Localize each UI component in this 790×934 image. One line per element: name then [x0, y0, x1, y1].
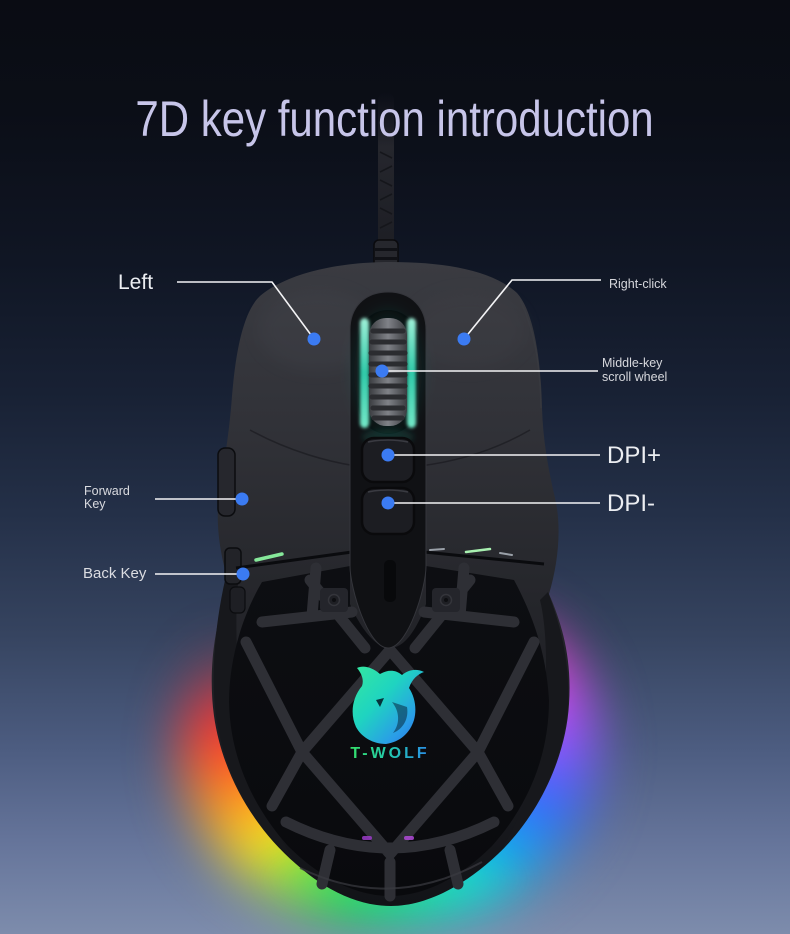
- bottom-rim: [299, 861, 483, 890]
- edge-highlight: [519, 299, 542, 409]
- shell-seam: [235, 547, 545, 570]
- callout-dots: [235, 332, 471, 581]
- mesh-screw-tabs: [320, 588, 460, 612]
- brand-logo-wolf-icon: [352, 666, 424, 744]
- callout-label-forward: Forward Key: [84, 485, 130, 511]
- callout-dot-forward: [235, 492, 249, 506]
- center-strip: [349, 291, 427, 649]
- back-side-button-lower: [229, 586, 246, 614]
- callout-dot-middle-wheel: [375, 364, 389, 378]
- callout-dot-dpi-minus: [381, 496, 395, 510]
- brand-text: T-WOLF: [350, 745, 429, 762]
- callout-label-dpi-minus: DPI-: [607, 490, 655, 517]
- callout-label-middle-line1: Middle-key: [602, 356, 663, 370]
- callout-dot-back: [236, 567, 250, 581]
- callout-label-dpi-plus: DPI+: [607, 442, 662, 469]
- callout-label-middle-line2: scroll wheel: [602, 370, 668, 384]
- seam-green-accent: [464, 547, 492, 554]
- right-grip: [500, 592, 569, 852]
- mesh-struts: [240, 562, 540, 902]
- body-highlight: [258, 290, 378, 370]
- seam-green-accent: [254, 552, 284, 562]
- page-title: 7D key function introduction: [0, 90, 790, 148]
- callout-label-middle-wheel: Middle-key scroll wheel: [602, 356, 667, 384]
- body-highlight: [410, 292, 526, 368]
- internal-led-glint: [362, 836, 372, 840]
- callout-dot-right-click: [457, 332, 471, 346]
- callout-label-forward-line1: Forward: [84, 484, 130, 498]
- left-grip: [213, 560, 294, 860]
- callout-lines: [155, 279, 601, 575]
- callout-label-left: Left: [118, 271, 154, 294]
- callout-label-back: Back Key: [83, 565, 147, 582]
- wheel-glow-left: [360, 318, 369, 428]
- callout-label-forward-line2: Key: [84, 497, 106, 511]
- dpi-minus-button: [360, 486, 416, 536]
- page-title-text: 7D key function introduction: [135, 91, 655, 147]
- callout-label-right-click: Right-click: [609, 277, 667, 291]
- callout-dot-left: [307, 332, 321, 346]
- wheel-glow-right: [407, 318, 416, 428]
- internal-led-glint: [404, 836, 414, 840]
- callout-dot-dpi-plus: [381, 448, 395, 462]
